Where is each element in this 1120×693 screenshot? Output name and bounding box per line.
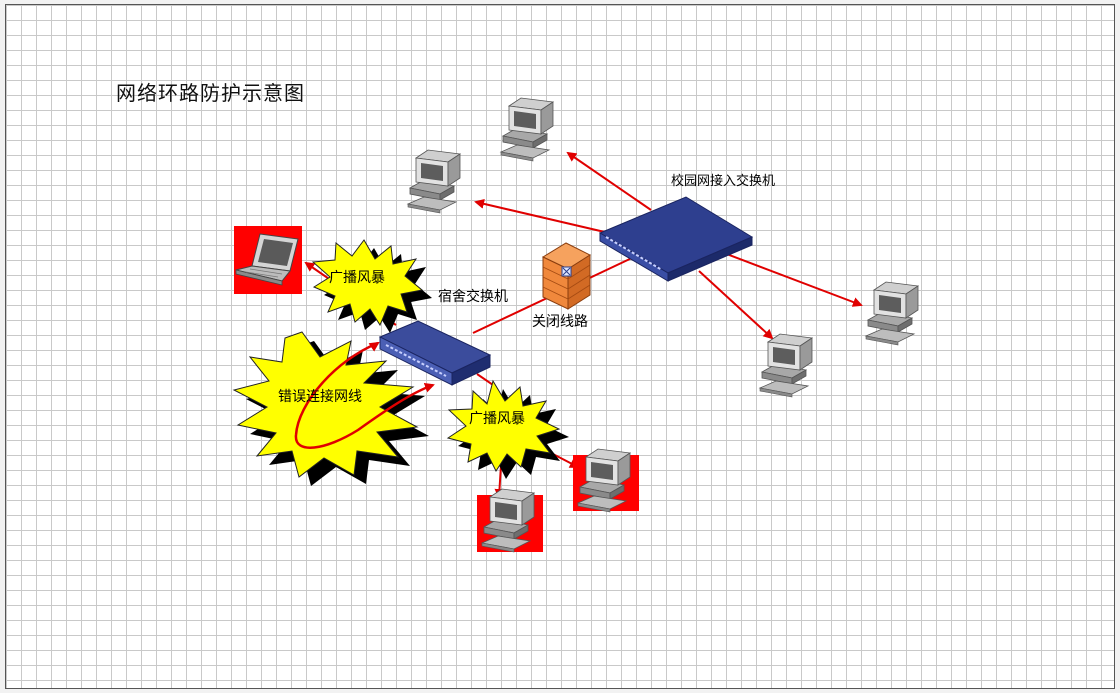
computer-icon [481, 488, 535, 553]
diagram-canvas: 网络环路防护示意图 [5, 4, 1115, 689]
computer-icon [577, 448, 631, 513]
switch-icon [378, 320, 492, 386]
computer-icon [759, 333, 813, 398]
storm-label-bottom: 广播风暴 [469, 411, 525, 427]
computer-icon [865, 281, 919, 346]
link-to-pc-top [566, 151, 652, 211]
link-to-pc-bottom-right [698, 270, 774, 340]
laptop-icon [235, 233, 299, 286]
computer-icon [500, 97, 554, 162]
storm-label-top: 广播风暴 [329, 270, 385, 286]
diagram-drawing [232, 97, 919, 553]
loop-cable [294, 341, 435, 449]
storm-burst-top [311, 239, 432, 333]
switch-icon [598, 196, 754, 282]
link-to-pc-left [474, 198, 610, 234]
loop-cable-start-arrow [368, 341, 380, 352]
firewall-icon [541, 242, 592, 310]
diagram-title: 网络环路防护示意图 [116, 81, 305, 105]
computer-icon [407, 149, 461, 214]
dorm-switch-label: 宿舍交换机 [438, 289, 508, 305]
loop-label: 错误连接网线 [278, 389, 362, 405]
storm-burst-bottom [446, 379, 569, 479]
firewall-label: 关闭线路 [532, 314, 588, 330]
loop-burst [232, 331, 429, 486]
link-to-pc-right [723, 252, 863, 307]
core-switch-label: 校园网接入交换机 [671, 174, 776, 189]
